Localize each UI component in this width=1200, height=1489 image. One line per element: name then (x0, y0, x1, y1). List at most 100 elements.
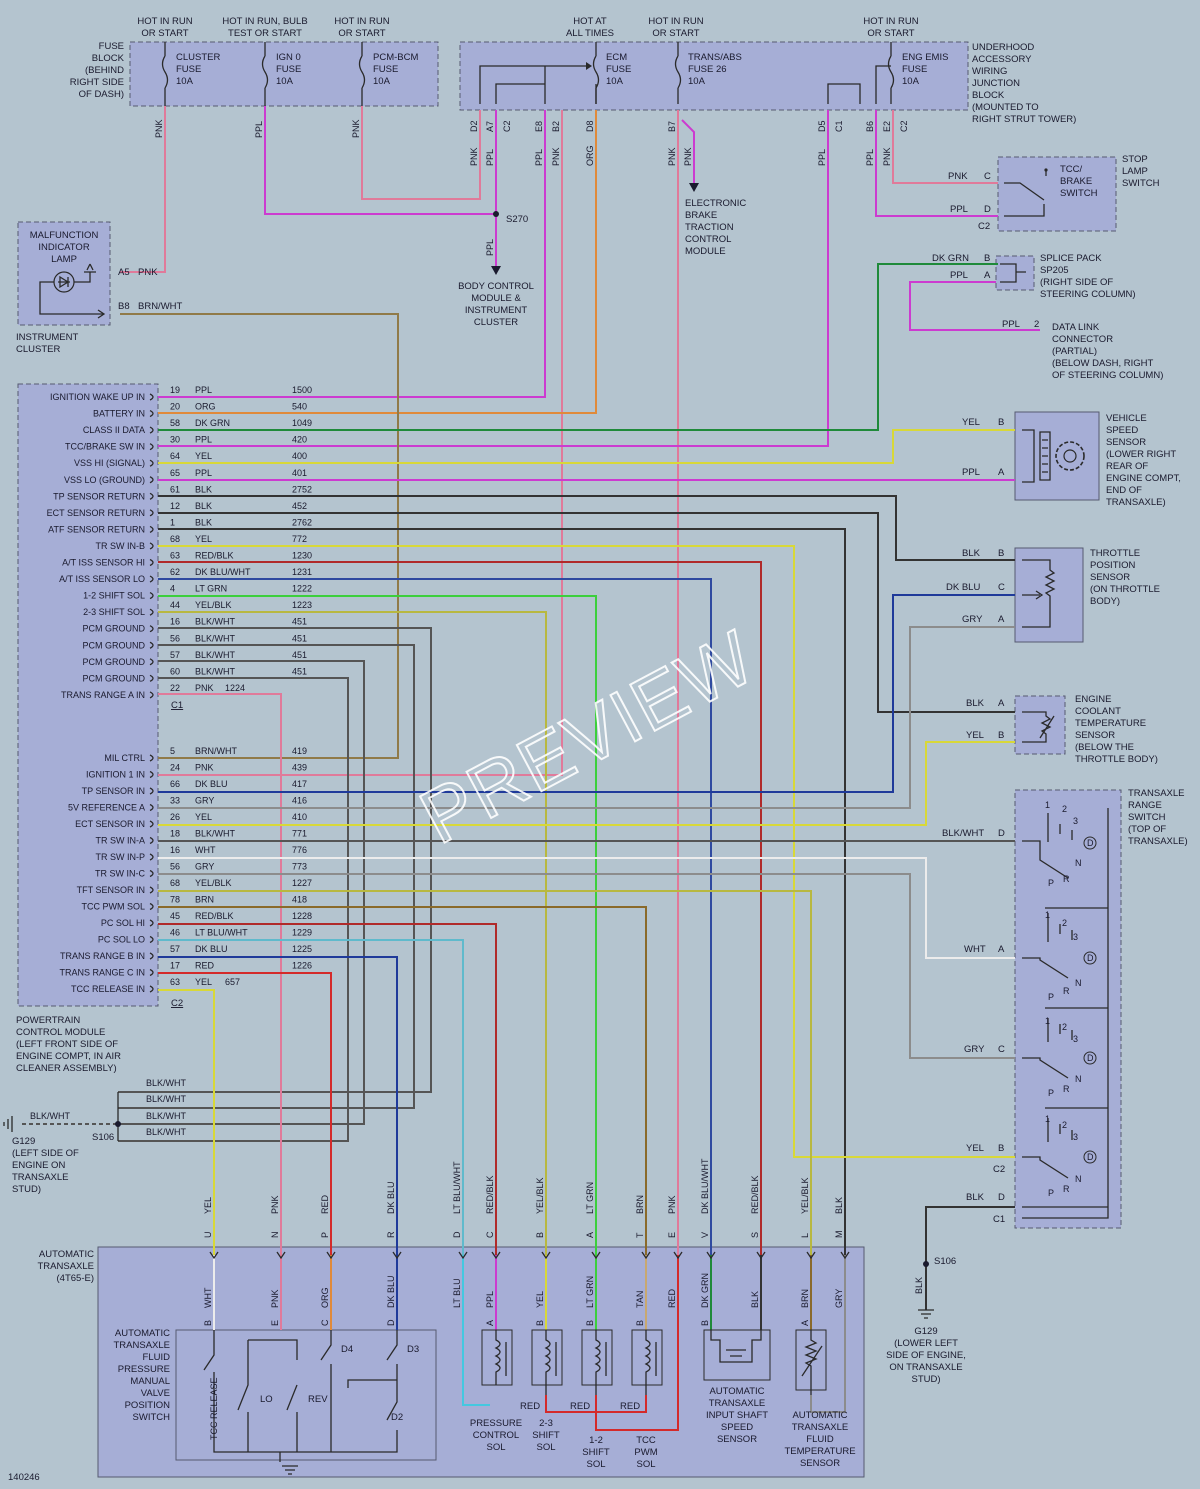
tps-title-5: BODY) (1090, 596, 1120, 607)
pcm-pin-connector (149, 968, 154, 977)
bcm-l3: INSTRUMENT (465, 305, 527, 316)
pcm-row-label: TRANS RANGE A IN (61, 690, 145, 700)
fpsw-l8: SWITCH (133, 1412, 171, 1423)
dlc-title-4: (BELOW DASH, RIGHT (1052, 358, 1154, 369)
vss-pin-b: B (998, 417, 1004, 428)
trs-pin-b: B (998, 1143, 1004, 1154)
trs-d-icon (1083, 951, 1097, 965)
ect-box (1014, 695, 1066, 755)
uh-hot-3a: HOT IN RUN (863, 16, 918, 27)
trs-gry: GRY (964, 1044, 985, 1055)
ta-top-pin: N (270, 1232, 280, 1239)
mil-l2: INDICATOR (38, 242, 90, 253)
pcmbcm-fuse-l3: 10A (373, 76, 391, 87)
pcm-c2-label: C2 (171, 998, 183, 1009)
fuse-block-name-3: (BEHIND (85, 65, 124, 76)
trs-switch-2: D 1 2 3 N P R (1022, 910, 1097, 1002)
tps-gry: GRY (962, 614, 983, 625)
tcc-brake-l1: TCC/ (1060, 164, 1083, 175)
wire-brnwht-mil (120, 313, 399, 759)
dlc-title-5: OF STEERING COLUMN) (1052, 370, 1163, 381)
uh-name-3: WIRING (972, 66, 1007, 77)
ta-pin-connector (392, 1251, 402, 1260)
uh-name-5: BLOCK (972, 90, 1005, 101)
pcm-row-pin: 66 (170, 779, 180, 789)
splice-pack-box (995, 255, 1035, 291)
uh-hot-2a: HOT IN RUN (648, 16, 703, 27)
wl-pnk-3: PNK (469, 147, 479, 166)
trs-pin-d: D (998, 828, 1005, 839)
pcm-row-color: BLK/WHT (195, 829, 236, 839)
sp-title-3: (RIGHT SIDE OF (1040, 277, 1113, 288)
pcm-row-pin: 19 (170, 385, 180, 395)
trs-bus (1022, 808, 1109, 1219)
ecm-fuse-l3: 10A (606, 76, 624, 87)
wl-pnk-5: PNK (667, 147, 677, 166)
wire-gry-5vref (158, 626, 1015, 809)
pcm-row-color: ORG (195, 402, 216, 412)
wire-yel-ect-in (158, 741, 1015, 826)
eng-emis-fuse-l1: ENG EMIS (902, 52, 948, 63)
gl-g129-2: (LEFT SIDE OF (12, 1148, 79, 1159)
stop-lamp-switch (997, 156, 1117, 232)
pcm-row-label: PCM GROUND (83, 624, 146, 634)
ecm-fuse-l1: ECM (606, 52, 627, 63)
stop-pin-d: D (984, 204, 991, 215)
pcm-row-circuit: 1230 (292, 551, 312, 561)
ta-top-color: YEL (203, 1197, 213, 1214)
eng-emis-fuse: ENG EMIS FUSE 10A (887, 42, 948, 104)
mil-l3: LAMP (51, 254, 77, 265)
pcm-row-circuit: 1228 (292, 911, 312, 921)
trs-n-1: N (1075, 858, 1082, 868)
uh-pin-a7: A7 (485, 121, 495, 132)
pcm-row-label: TRANS RANGE C IN (59, 968, 145, 978)
mil-b8: B8 (118, 301, 130, 312)
pcm-row-circuit: 451 (292, 650, 307, 660)
pcm-row-circuit: 657 (225, 977, 240, 987)
ta-pin-connector (840, 1251, 850, 1260)
ta-inner-color: GRY (834, 1289, 844, 1308)
fluid-temp-sensor (795, 1329, 827, 1395)
ta-inner-pin: A (485, 1320, 495, 1326)
pcm-row-label: IGNITION 1 IN (86, 770, 145, 780)
trs-contact (1022, 913, 1073, 979)
tft-3: FLUID (806, 1434, 834, 1445)
wire-blk-atf-return (158, 528, 846, 1255)
vss-title-6: ENGINE COMPT, (1106, 473, 1181, 484)
pcm-row-color: BLK (195, 484, 212, 494)
wl-ppl-3: PPL (534, 149, 544, 166)
sp-pin-b: B (984, 253, 990, 264)
trs-d-icon (1083, 1150, 1097, 1164)
s23-sol-1: 2-3 (539, 1418, 553, 1429)
wire-redblk-iss-hi (158, 561, 762, 1255)
solenoid-box (531, 1329, 563, 1386)
pcm-pin-connector (149, 836, 154, 845)
ta-inner-color: YEL (535, 1291, 545, 1308)
pcm-row-color: WHT (195, 845, 216, 855)
wire-ppl-ign0 (264, 106, 496, 215)
ect-title-4: SENSOR (1075, 730, 1115, 741)
pcm-row-color: BLK (195, 501, 212, 511)
ta-top-color: DK BLU/WHT (700, 1158, 710, 1214)
pcm-name: POWERTRAIN CONTROL MODULE (LEFT FRONT SI… (16, 1015, 121, 1074)
ebtcm-l4: CONTROL (685, 234, 731, 245)
vss-pin-a: A (998, 467, 1005, 478)
tcc-sol-2: PWM (634, 1447, 657, 1458)
wire-red-range-c (158, 972, 332, 1255)
vss-box (1014, 411, 1100, 501)
ground-icon (3, 1116, 13, 1132)
vss-title-4: (LOWER RIGHT (1106, 449, 1176, 460)
pcm-name-1: POWERTRAIN (16, 1015, 80, 1026)
wire-blk-tp-return (158, 495, 1015, 561)
ta-pin-connector (641, 1251, 651, 1260)
pcm-row-pin: 5 (170, 746, 175, 756)
pcm-row-label: CLASS II DATA (83, 425, 145, 435)
pcm-row-label: PCM GROUND (83, 640, 146, 650)
pcm-pin-connector (149, 409, 154, 418)
wire-blkwht-gnd1 (118, 627, 432, 1093)
trs-3-1: 3 (1073, 816, 1078, 826)
pcm-row-circuit: 2752 (292, 484, 312, 494)
ta-inner-pin: C (320, 1319, 330, 1326)
solenoid-box (481, 1329, 513, 1386)
tcc-pwm-solenoid (631, 1329, 663, 1395)
